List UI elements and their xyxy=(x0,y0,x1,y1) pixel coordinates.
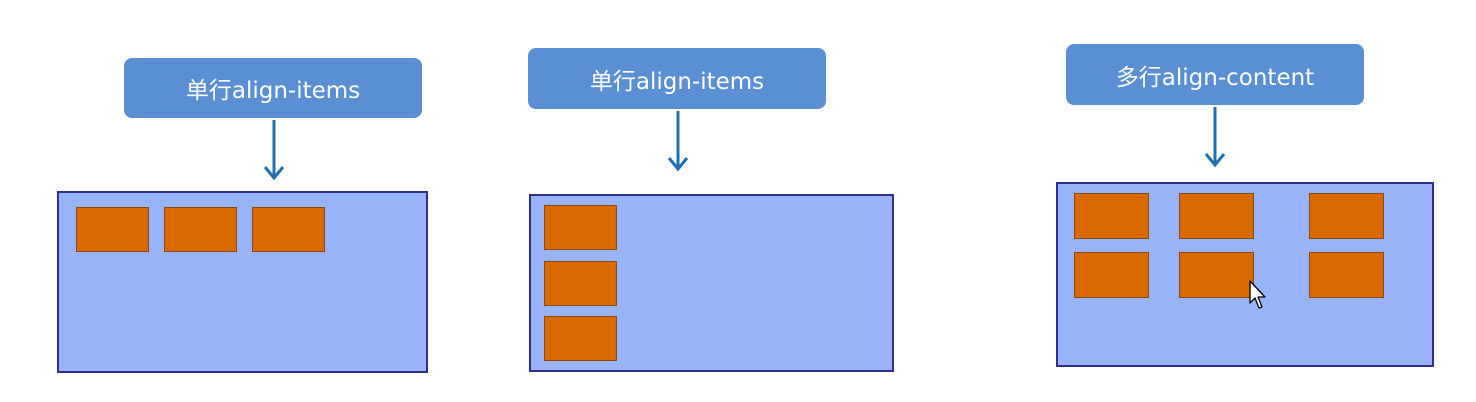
panel-1-label-text: 单行align-items xyxy=(185,78,361,104)
flex-item xyxy=(164,207,237,252)
flex-item xyxy=(544,261,617,306)
flex-item xyxy=(544,205,617,250)
panel-2-label: 单行align-items xyxy=(528,48,826,109)
flex-container-2 xyxy=(529,194,894,372)
flex-item xyxy=(1179,193,1254,239)
arrow-down-icon xyxy=(263,120,285,181)
flex-container-3 xyxy=(1056,182,1434,367)
flex-item xyxy=(252,207,325,252)
arrow-down-icon xyxy=(667,111,689,172)
panel-1-label: 单行align-items xyxy=(124,58,422,118)
arrow-down-icon xyxy=(1204,107,1226,168)
panel-3-label-text: 多行align-content xyxy=(1115,64,1315,91)
flex-item xyxy=(1179,252,1254,298)
panel-3-label: 多行align-content xyxy=(1066,44,1364,105)
flex-container-1 xyxy=(57,191,428,373)
panel-2-label-text: 单行align-items xyxy=(589,68,765,95)
flex-item xyxy=(544,316,617,361)
flex-item xyxy=(1074,193,1149,239)
flex-item xyxy=(76,207,149,252)
flex-item xyxy=(1309,252,1384,298)
flex-item xyxy=(1309,193,1384,239)
mouse-pointer-icon xyxy=(1249,280,1266,309)
flex-item xyxy=(1074,252,1149,298)
